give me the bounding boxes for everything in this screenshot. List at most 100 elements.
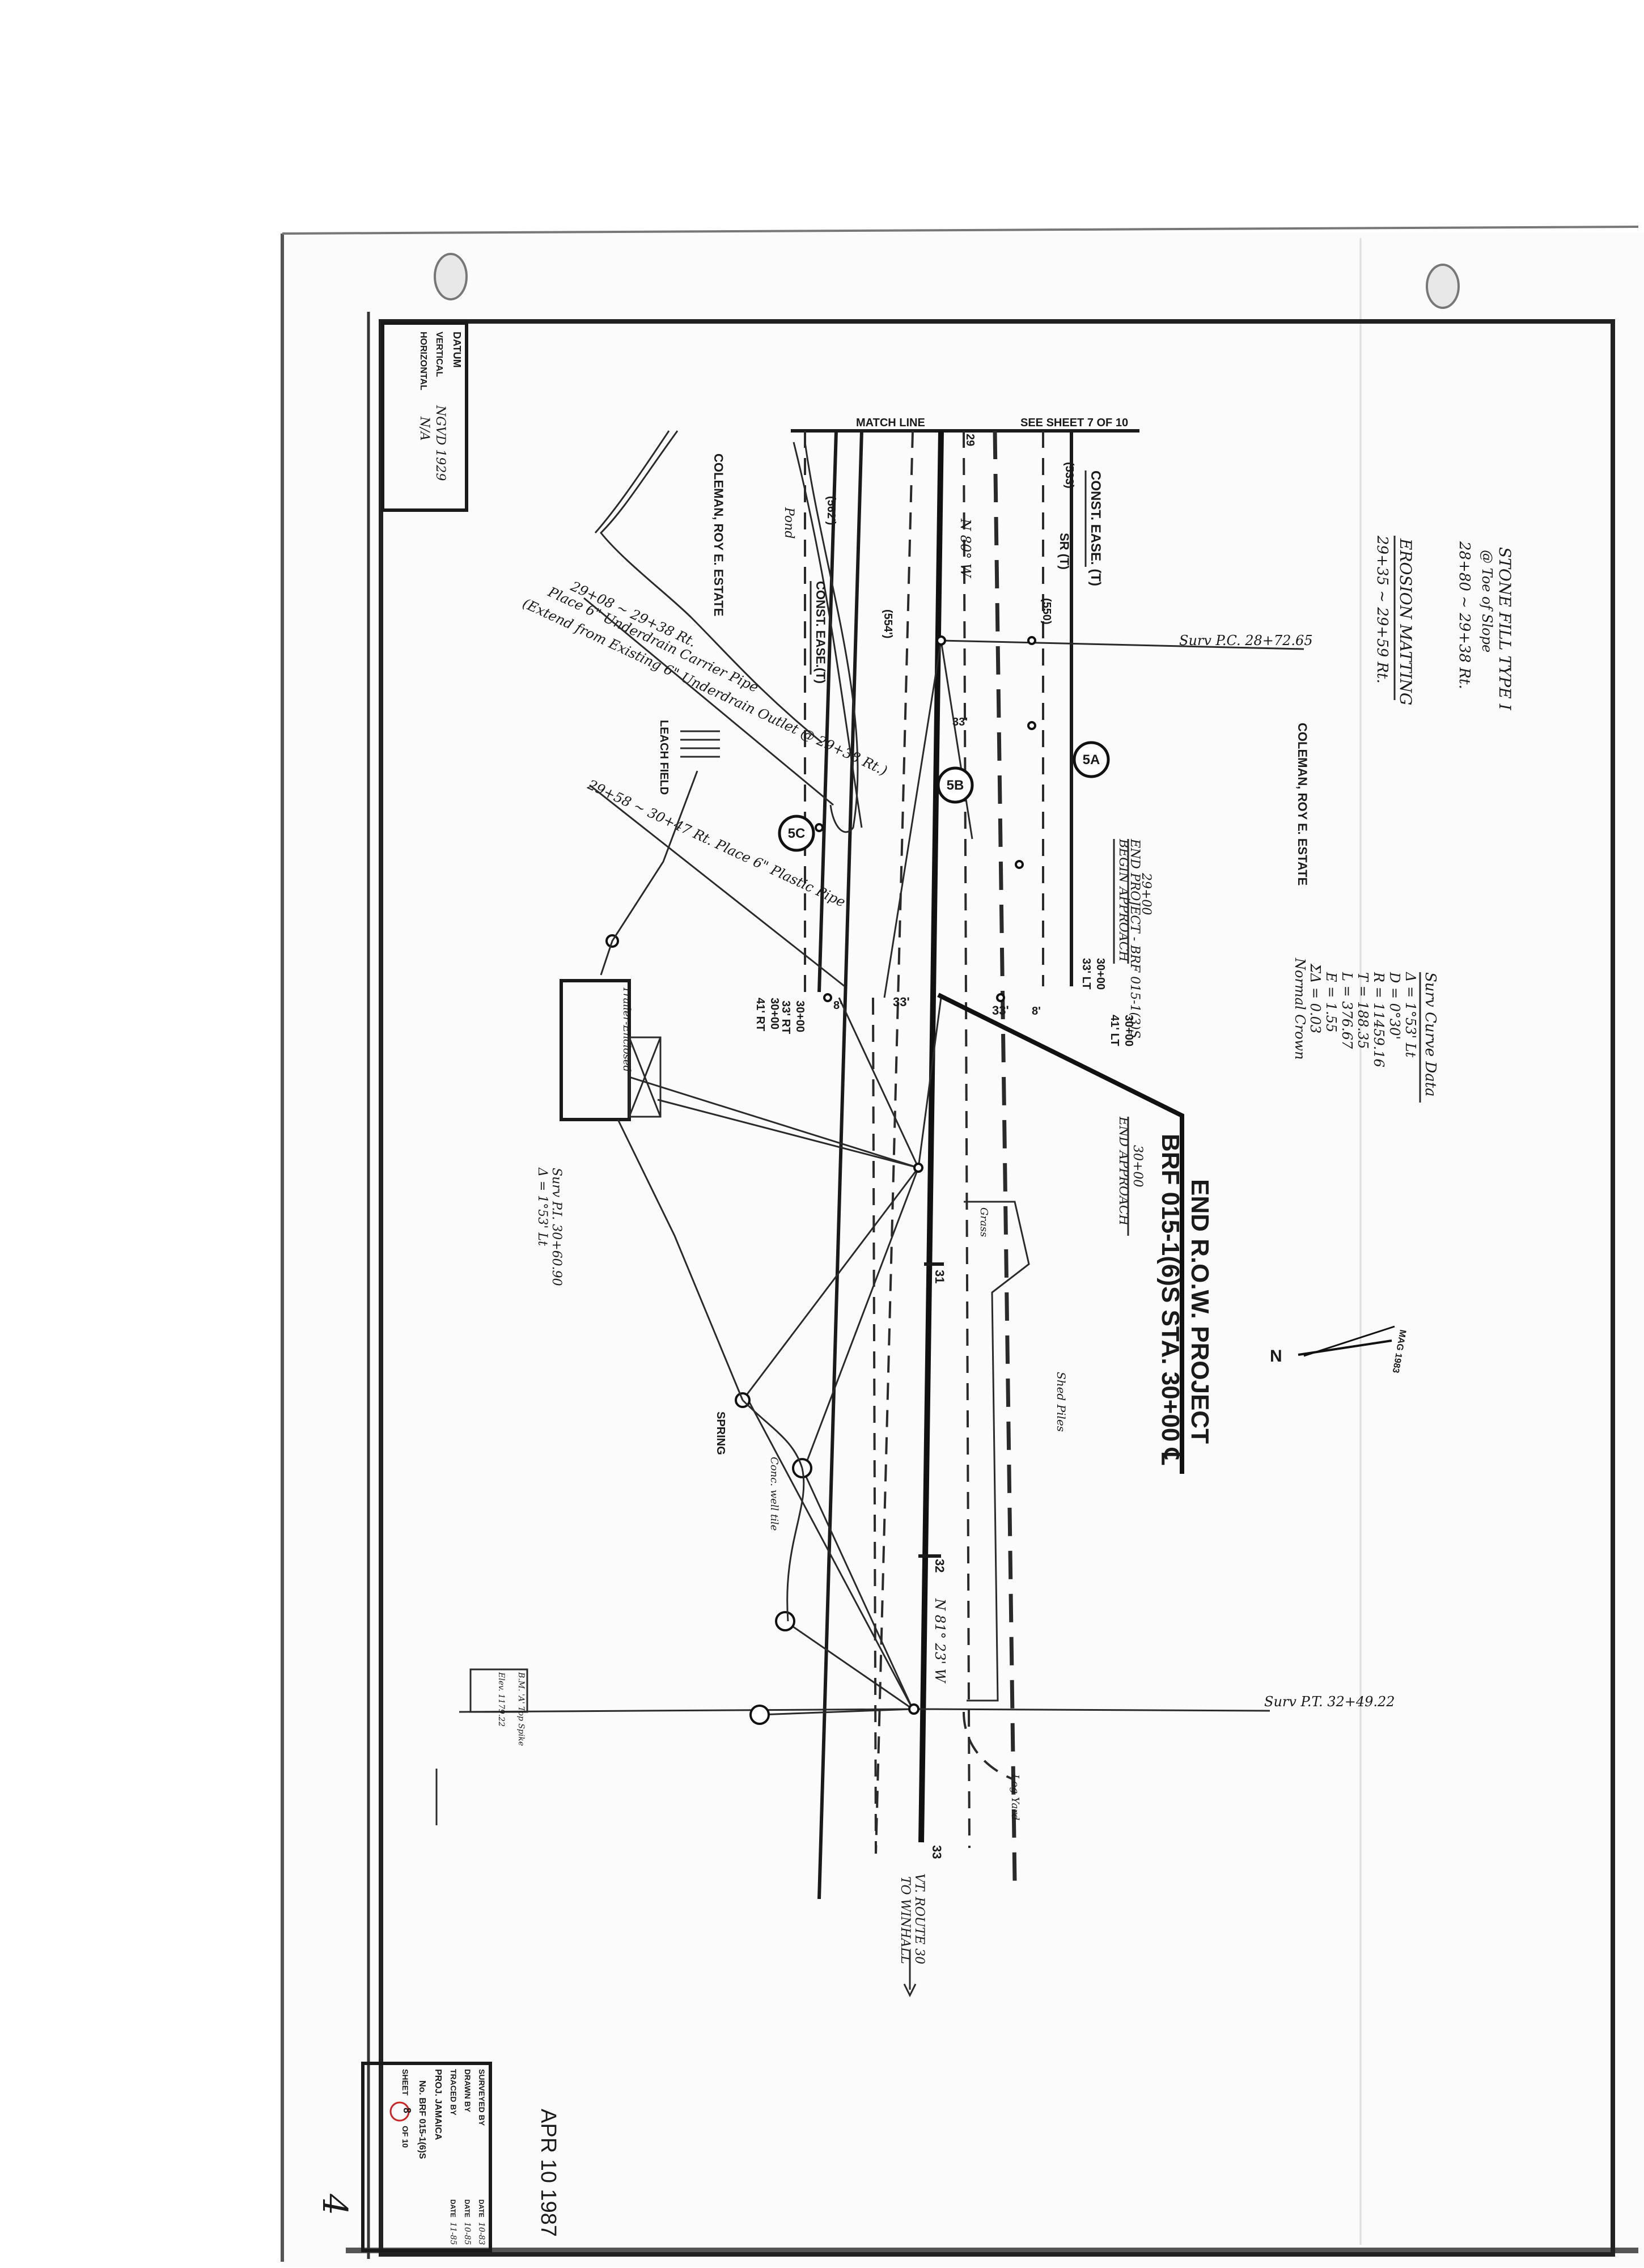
brook-line: [804, 442, 859, 833]
parcel-circle-5c: 5C: [778, 815, 815, 852]
log-yard-label: Log Yard: [1009, 1774, 1021, 1820]
parcel-circle-5b: 5B: [937, 766, 974, 804]
shoulder-line-west: [875, 430, 914, 1854]
parcel-circle-5c-label: 5C: [788, 826, 806, 841]
curve-data-line: D = 0°30': [1387, 972, 1403, 1040]
sheet-label: SHEET: [401, 2069, 410, 2096]
curve-data-line: Normal Crown: [1292, 957, 1308, 1060]
horizontal-label: HORIZONTAL: [418, 332, 428, 391]
traced-date-label: DATE: [449, 2199, 457, 2218]
drawn-by-label: DRAWN BY: [463, 2069, 472, 2113]
driveway: [963, 1711, 1015, 1781]
sta-30-33rt-station: 30+00: [794, 1001, 806, 1032]
curve-data-line: Δ = 1°53' Lt: [1403, 972, 1418, 1058]
sheet-top-edge: [282, 226, 1639, 235]
project-name: PROJ. JAMAICA: [433, 2069, 443, 2140]
row-line-west: [817, 430, 863, 1900]
owner-west-label: COLEMAN, ROY E. ESTATE: [711, 453, 726, 616]
station-tick: 33: [930, 1845, 944, 1859]
curve-data-line: T = 188.35: [1355, 972, 1371, 1049]
project-number: No. BRF 015-1(6)S: [417, 2080, 427, 2159]
benchmark-label: B.M. 'A' Top Spike: [516, 1672, 526, 1746]
traced-by-label: TRACED BY: [449, 2069, 458, 2116]
pond-outline: [594, 430, 670, 533]
punch-hole: [1426, 264, 1460, 309]
punch-hole: [434, 253, 468, 300]
offset-33-top: 33': [952, 716, 968, 728]
sheet-number: 8: [401, 2108, 413, 2113]
sta-30-41rt-station: 30+00: [768, 998, 781, 1029]
gravel-area: [964, 1201, 1030, 1702]
sta-30-33lt-offset: 33' LT: [1080, 958, 1092, 990]
surveyed-date: 10-83: [477, 2222, 486, 2245]
tie-lines: [629, 640, 973, 1716]
end-project-station: 29+00: [1139, 872, 1153, 915]
station-tick: 31: [933, 1270, 947, 1283]
surveyed-by-label: SURVEYED BY: [477, 2069, 486, 2126]
trailer-addition: [628, 1036, 662, 1118]
curve-data-line: ΣΔ = 0.03: [1307, 963, 1323, 1033]
horizontal-datum-value: N/A: [417, 416, 431, 441]
scanned-sheet: [281, 232, 1644, 2267]
shed-piles-label: Shed Piles: [1054, 1372, 1068, 1432]
end-project-leader: [937, 993, 1184, 1474]
survey-points: [605, 635, 1036, 1725]
see-sheet-label: SEE SHEET 7 OF 10: [1020, 417, 1128, 429]
traced-date: 11-85: [448, 2222, 457, 2245]
end-row-title-line1: END R.O.W. PROJECT: [1186, 1179, 1214, 1444]
station-tick: 29: [964, 434, 976, 446]
shoulder-line-east: [963, 430, 971, 1849]
parcel-circle-5b-label: 5B: [947, 778, 964, 793]
sheet-number-circle: [389, 2101, 410, 2122]
water-line: [617, 1119, 744, 1401]
sta-30-33lt-station: 30+00: [1094, 958, 1107, 990]
north-arrow-label: N: [1270, 1347, 1282, 1366]
benchmark-box: [469, 1668, 528, 1713]
title-block: SURVEYED BY DRAWN BY TRACED BY PROJ. JAM…: [361, 2062, 492, 2252]
pond-label: Pond: [782, 507, 796, 539]
sta-30-41lt-station: 30+00: [1122, 1015, 1135, 1046]
curve-data-line: R = 11459.16: [1371, 972, 1387, 1067]
station-tick: 32: [933, 1559, 947, 1572]
sta-30-41rt-offset: 41' RT: [754, 998, 766, 1031]
owner-east-label: COLEMAN, ROY E. ESTATE: [1295, 723, 1310, 885]
brook-line: [793, 442, 863, 828]
surv-pc-label: Surv P.C. 28+72.65: [1179, 633, 1313, 648]
erosion-matting-range: 29+35 ~ 29+59 Rt.: [1374, 535, 1391, 684]
offset-33-left: 33': [992, 1003, 1009, 1018]
benchmark-elev: Elev. 1179.22: [497, 1672, 506, 1727]
end-approach-station: 30+00: [1130, 1145, 1145, 1187]
trailer-label: Trailer-Enclosed: [621, 986, 633, 1072]
offset-8-left: 8': [1032, 1005, 1041, 1018]
bearing-north-81-23-west: N 81° 23' W: [932, 1598, 948, 1684]
survey-curve-data: Surv Curve Data Δ = 1°53' Lt D = 0°30' R…: [1292, 957, 1439, 1103]
grass-label: Grass: [978, 1207, 990, 1237]
curve-data-line: L = 376.67: [1339, 972, 1355, 1049]
stone-fill-note: STONE FILL TYPE I @ Toe of Slope 28+80 ~…: [1374, 535, 1514, 711]
drawn-date: 10-85: [463, 2222, 472, 2245]
erosion-matting-title: EROSION MATTING: [1396, 538, 1415, 705]
offset-8-right: 8': [833, 999, 842, 1012]
leach-field-label: LEACH FIELD: [658, 720, 670, 795]
sheet-of-total: OF 10: [401, 2126, 410, 2148]
spring-label: SPRING: [714, 1411, 727, 1455]
curve-data-line: E = 1.55: [1323, 972, 1339, 1032]
drawing-border: [379, 319, 1615, 2257]
parcel-554: (554'): [882, 609, 894, 638]
concrete-tile-label: Conc. well tile: [768, 1457, 780, 1531]
end-row-title-line2: BRF 015-1(6)S STA. 30+00 ℄: [1156, 1134, 1184, 1465]
surv-pi-label: Surv P.I. 30+60.90: [549, 1168, 563, 1286]
stone-fill-title: STONE FILL TYPE I: [1495, 547, 1514, 711]
bearing-north-80-west: N 80° W: [957, 518, 973, 579]
drawn-date-label: DATE: [463, 2199, 471, 2218]
sta-30-33rt-offset: 33' RT: [779, 1001, 792, 1034]
match-line-label: MATCH LINE: [856, 417, 925, 429]
page-number: 4: [315, 2193, 354, 2215]
parcel-circle-5a-label: 5A: [1083, 752, 1100, 768]
vertical-label: VERTICAL: [434, 332, 444, 377]
easement-line-west: [817, 430, 838, 993]
spring-outflow: [742, 1399, 805, 1622]
const-ease-east-label: CONST. EASE. (T): [1088, 470, 1103, 586]
leach-field-symbol: [680, 730, 720, 758]
